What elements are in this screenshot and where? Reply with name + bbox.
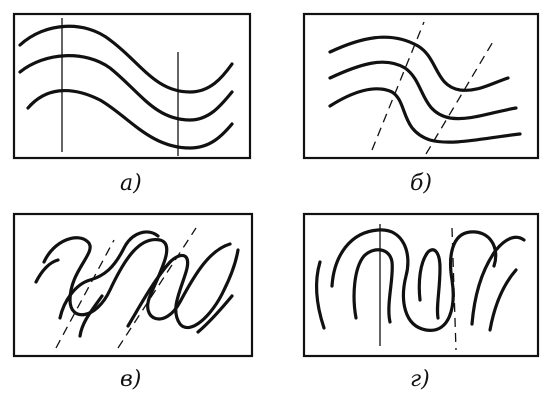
panel-v: в)	[12, 212, 254, 392]
panel-v-frame	[12, 212, 254, 358]
panel-v-layer-inner-2	[126, 248, 240, 330]
panel-g-frame	[302, 212, 540, 358]
panel-g-layer-outer	[330, 228, 498, 332]
panel-v-layer-inner-1	[78, 294, 104, 338]
panel-a-label: а)	[120, 171, 142, 196]
panel-b-frame	[302, 12, 540, 160]
panel-v-layer-left-edge	[34, 258, 60, 284]
panel-b-axial-line-1	[371, 21, 425, 151]
panel-b-axial-line-2	[425, 39, 495, 155]
panel-g: г)	[302, 212, 540, 392]
panel-g-layer-inner	[352, 248, 394, 324]
panel-a-layer-3	[26, 88, 234, 150]
panel-g-layer-right-1	[470, 235, 526, 326]
panel-g-layer-right-2	[488, 268, 518, 332]
panel-v-layer-outer	[42, 236, 232, 321]
panel-a: а)	[12, 12, 252, 196]
panel-g-layer-core	[417, 248, 442, 320]
panel-g-layer-left-edge	[314, 260, 326, 330]
panel-g-axial-line-2	[451, 227, 457, 351]
panel-b-layer-1	[328, 35, 510, 92]
panel-a-layer-1	[18, 24, 234, 94]
panel-v-layer-middle	[58, 230, 160, 320]
panel-v-layer-right-edge	[196, 294, 234, 334]
panel-b-label: б)	[410, 171, 432, 196]
panel-v-axial-line-1	[55, 239, 115, 349]
panel-b: б)	[302, 12, 540, 196]
panel-g-label: г)	[410, 367, 430, 392]
panel-a-frame	[12, 12, 252, 160]
panel-b-layer-3	[328, 87, 522, 144]
panel-b-layer-2	[328, 60, 518, 121]
panel-a-layer-2	[18, 54, 234, 122]
panel-v-axial-line-2	[117, 227, 197, 349]
panel-v-label: в)	[120, 367, 141, 392]
